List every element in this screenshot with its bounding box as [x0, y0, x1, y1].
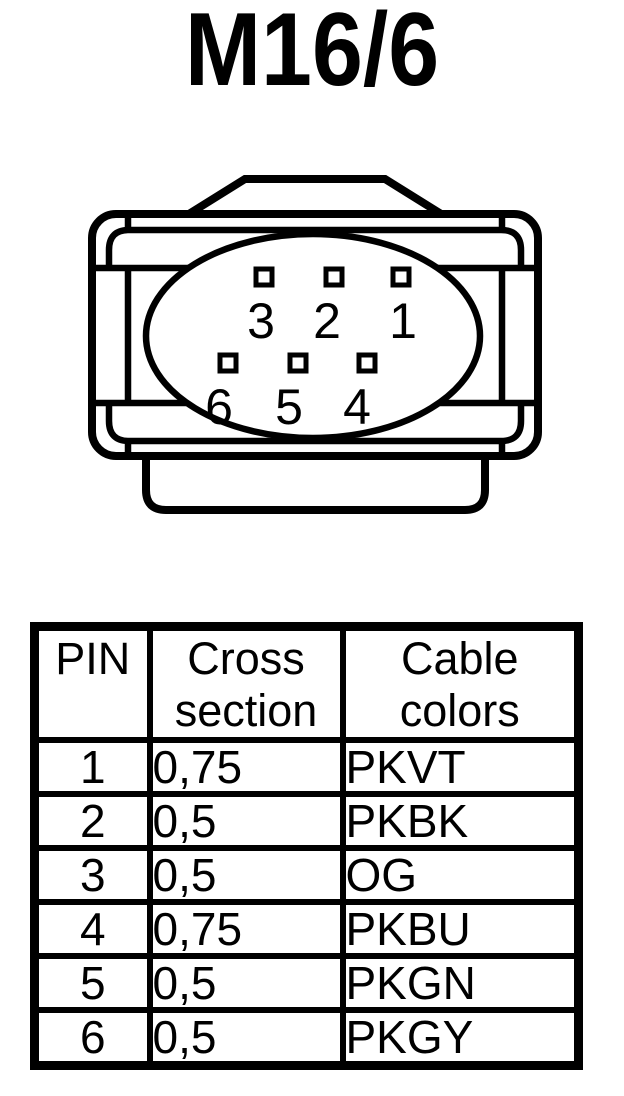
- connector-inner-housing-top: [105, 226, 525, 268]
- pin-terminal-4: [356, 352, 378, 374]
- pin-label-5: 5: [275, 379, 303, 435]
- pin-terminal-5: [287, 352, 309, 374]
- cell-pin: 3: [31, 845, 153, 905]
- cell-cable-color: PKVT: [339, 737, 582, 797]
- table-row: 6 0,5 PKGY: [31, 1007, 582, 1069]
- cell-pin: 6: [31, 1007, 153, 1069]
- pin-terminal-2: [323, 266, 345, 288]
- cell-cable-color: PKBK: [339, 791, 582, 851]
- pin-label-2: 2: [313, 293, 341, 349]
- table-row: 3 0,5 OG: [31, 845, 582, 905]
- table-header-row: PIN Cross section Cable colors: [31, 623, 582, 743]
- cell-cross-section: 0,5: [146, 791, 346, 851]
- cell-cable-color: PKGN: [339, 953, 582, 1013]
- cell-cross-section: 0,75: [146, 899, 346, 959]
- pinout-table: PIN Cross section Cable colors 1 0,75 PK…: [30, 622, 583, 1070]
- table-row: 5 0,5 PKGN: [31, 953, 582, 1013]
- cell-cross-section: 0,5: [146, 845, 346, 905]
- column-header-pin: PIN: [31, 623, 153, 743]
- cell-cross-section: 0,75: [146, 737, 346, 797]
- pin-label-3: 3: [247, 293, 275, 349]
- column-header-cable-colors: Cable colors: [339, 623, 582, 743]
- cell-cross-section: 0,5: [146, 953, 346, 1013]
- cell-pin: 2: [31, 791, 153, 851]
- pin-label-1: 1: [389, 293, 417, 349]
- pin-terminal-1: [390, 266, 412, 288]
- page-title: M16/6: [184, 0, 440, 108]
- cell-cable-color: OG: [339, 845, 582, 905]
- cell-pin: 5: [31, 953, 153, 1013]
- cell-cross-section: 0,5: [146, 1007, 346, 1069]
- cell-pin: 4: [31, 899, 153, 959]
- cell-pin: 1: [31, 737, 153, 797]
- pin-label-4: 4: [343, 379, 371, 435]
- cell-cable-color: PKBU: [339, 899, 582, 959]
- pin-terminal-3: [253, 266, 275, 288]
- connector-diagram: 3 2 1 6 5 4: [88, 175, 542, 514]
- column-header-cross-section: Cross section: [146, 623, 346, 743]
- table-row: 4 0,75 PKBU: [31, 899, 582, 959]
- pin-terminal-6: [217, 352, 239, 374]
- table-row: 2 0,5 PKBK: [31, 791, 582, 851]
- cell-cable-color: PKGY: [339, 1007, 582, 1069]
- pin-label-6: 6: [205, 379, 233, 435]
- table-row: 1 0,75 PKVT: [31, 737, 582, 797]
